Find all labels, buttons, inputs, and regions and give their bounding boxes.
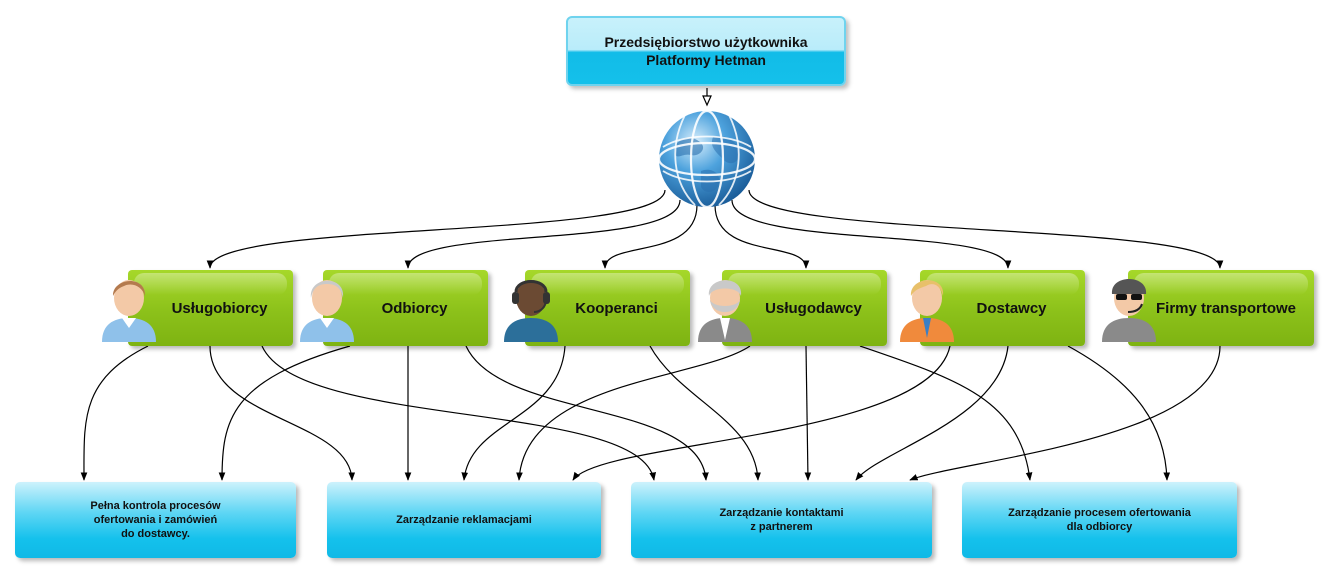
person-grey-hair-icon <box>300 280 354 342</box>
connector-usługobiorcy-kontakty <box>261 345 656 481</box>
outcome-line: ofertowania i zamówień <box>93 514 218 526</box>
outcome-line: Zarządzanie procesem ofertowania <box>1008 507 1191 519</box>
enterprise-title-line1: Przedsiębiorstwo użytkownika <box>604 34 808 50</box>
connector-dostawcy-reklamacje <box>572 345 951 481</box>
connector-globe-kooperanci <box>601 204 698 269</box>
connector-kooperanci-reklamacje <box>461 345 566 481</box>
outcome-kontakty: Zarządzanie kontaktami z partnerem <box>631 482 932 558</box>
outcome-line: dla odbiorcy <box>1066 521 1133 533</box>
connector-globe-firmy <box>748 189 1224 269</box>
connector-kooperanci-kontakty <box>649 345 761 481</box>
group-kooperanci: Kooperanci <box>525 270 690 346</box>
connector-usługobiorcy-kontrola <box>80 345 149 481</box>
enterprise-box: Przedsiębiorstwo użytkownika Platformy H… <box>566 16 846 86</box>
group-uslugobiorcy: Usługobiorcy <box>128 270 293 346</box>
outcome-line: do dostawcy. <box>121 528 190 540</box>
group-label: Usługobiorcy <box>171 299 268 317</box>
connector-dostawcy-kontakty <box>855 345 1009 481</box>
outcome-line: z partnerem <box>750 521 813 533</box>
connector-uslugodawcy-ofertowanie <box>859 345 1033 481</box>
connector-uslugodawcy-reklamacje <box>516 345 751 481</box>
connector-uslugodawcy-kontakty <box>804 345 812 481</box>
person-light-hair-icon <box>102 280 156 342</box>
connector-globe-odbiorcy <box>404 199 681 269</box>
person-blond-icon <box>900 280 954 342</box>
group-label: Firmy transportowe <box>1155 299 1297 317</box>
group-label: Usługodawcy <box>765 299 862 317</box>
group-label: Kooperanci <box>575 299 658 317</box>
person-beard-icon <box>698 280 752 342</box>
outcome-line: Zarządzanie reklamacjami <box>396 514 532 526</box>
connector-globe-usługobiorcy <box>206 189 666 269</box>
group-label: Dostawcy <box>976 299 1047 317</box>
connector-globe-usługodawcy <box>714 204 810 269</box>
connector-dostawcy-ofertowanie <box>1067 345 1171 481</box>
enterprise-title-line2: Platformy Hetman <box>646 52 766 68</box>
top-to-globe-arrow <box>702 88 712 107</box>
connector-firmy-kontakty <box>909 345 1221 481</box>
connector-odbiorcy-kontakty <box>465 345 709 481</box>
outcome-reklamacje: Zarządzanie reklamacjami <box>327 482 601 558</box>
connector-usługobiorcy-reklamacje <box>209 345 356 481</box>
outcome-ofertowanie: Zarządzanie procesem ofertowania dla odb… <box>962 482 1237 558</box>
group-firmy-transportowe: Firmy transportowe <box>1128 270 1314 346</box>
outcome-line: Pełna kontrola procesów <box>90 500 221 512</box>
person-sunglasses-headset-icon <box>1102 279 1156 342</box>
outcome-line: Zarządzanie kontaktami <box>719 507 844 519</box>
person-headset-icon <box>504 280 558 342</box>
group-label: Odbiorcy <box>381 299 448 317</box>
connector-globe-dostawcy <box>731 199 1012 269</box>
connector-odbiorcy-kontrola <box>218 345 351 481</box>
globe-icon <box>657 109 757 209</box>
outcome-kontrola-procesow: Pełna kontrola procesów ofertowania i za… <box>15 482 296 558</box>
